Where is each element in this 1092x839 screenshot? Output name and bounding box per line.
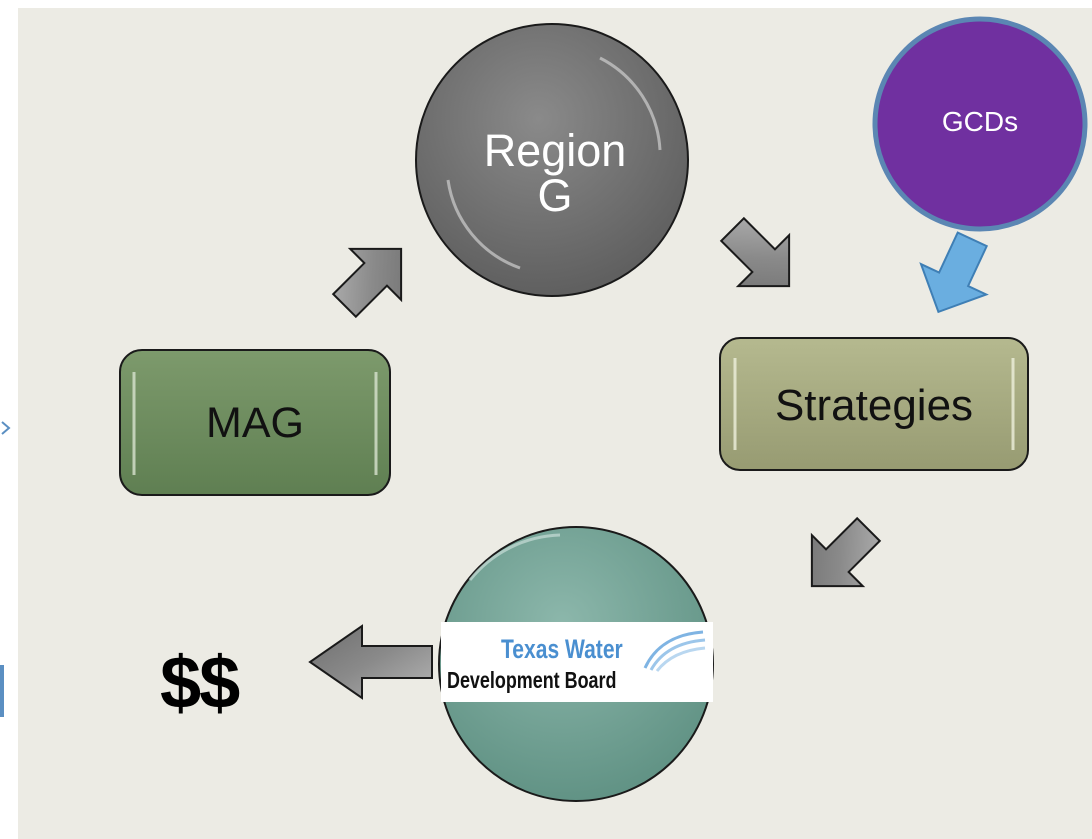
edge-chevron-icon [1, 421, 11, 435]
mag-label: MAG [206, 399, 304, 447]
arrow-twdb-to-money [308, 624, 433, 700]
gcds-label: GCDs [941, 106, 1019, 137]
twdb-logo-line2: Development Board [447, 667, 617, 693]
gcds-node [872, 16, 1088, 232]
region-g-label: Region G [440, 128, 670, 218]
mag-node [119, 349, 391, 496]
region-g-line1: Region [483, 125, 627, 176]
water-wave-icon [643, 630, 706, 672]
arrow-strategies-to-twdb [810, 516, 882, 588]
money-label: $$ [160, 641, 240, 724]
arrow-gcds-to-strategies [919, 231, 989, 314]
region-g-node [415, 23, 689, 297]
arrow-mag-to-region [331, 247, 403, 319]
region-g-line2: G [537, 170, 573, 221]
strategies-node [719, 337, 1029, 471]
strategies-label: Strategies [774, 381, 974, 430]
twdb-logo: Texas Water Development Board [441, 622, 713, 702]
edge-bar [0, 665, 4, 717]
arrow-region-to-strategies [719, 216, 791, 288]
twdb-logo-line1: Texas Water [501, 634, 623, 664]
